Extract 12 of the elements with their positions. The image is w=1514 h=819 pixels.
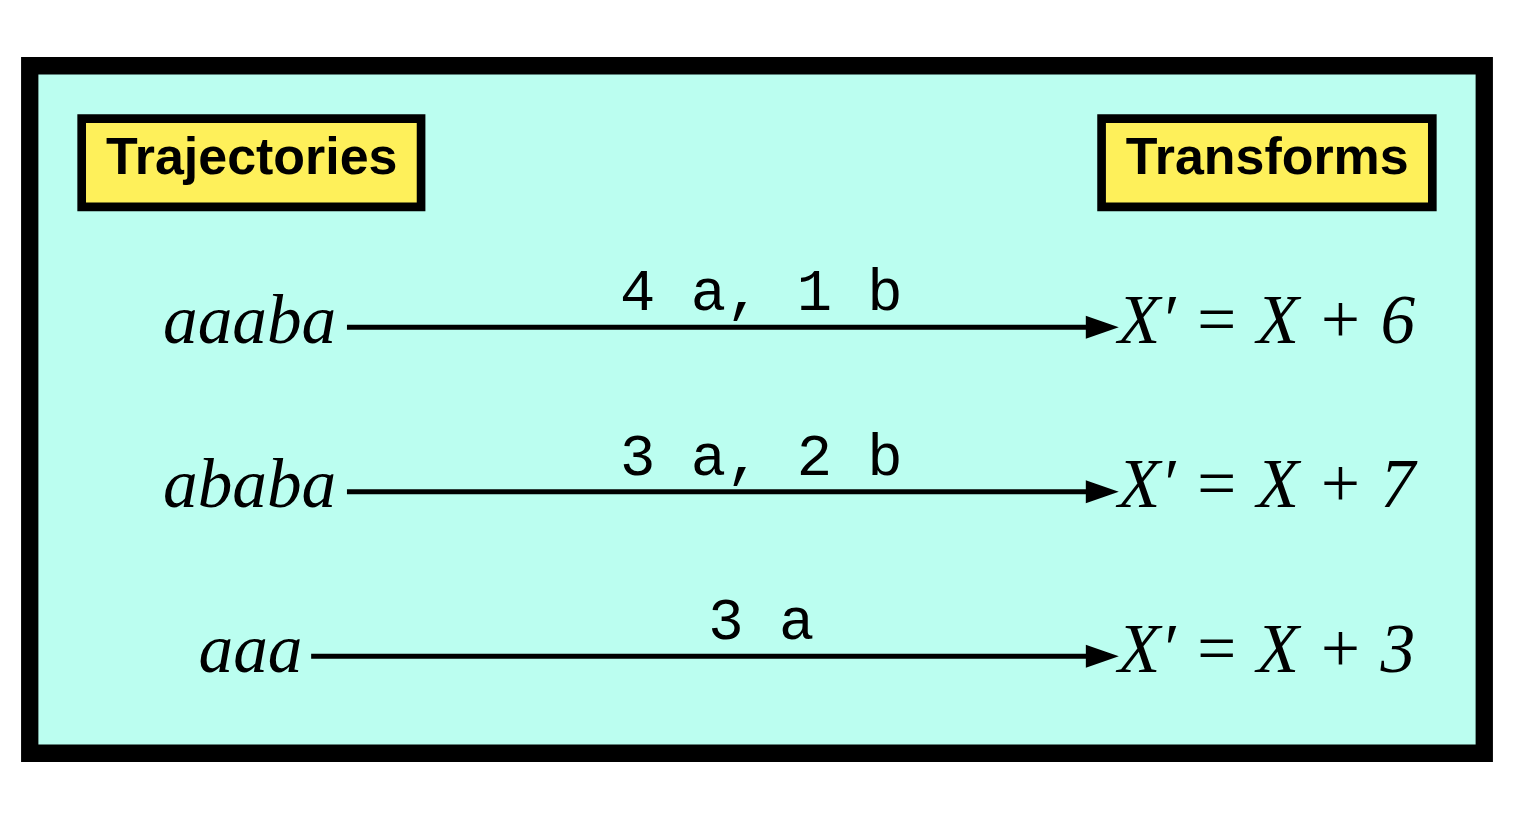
arrow [346,480,1119,504]
edge-label: 3 a, 2 b [620,425,903,493]
edge-label: 3 a [708,590,815,658]
edge-label: 4 a, 1 b [620,261,903,329]
node-text: aaa [198,609,303,687]
node-text: aaaba [163,280,337,358]
arrow [311,644,1119,668]
arrow [346,315,1119,339]
node-text: ababa [163,445,337,523]
cluster [21,57,1493,762]
node-box: Transforms [1097,114,1437,212]
node-box: Trajectories [77,114,426,212]
